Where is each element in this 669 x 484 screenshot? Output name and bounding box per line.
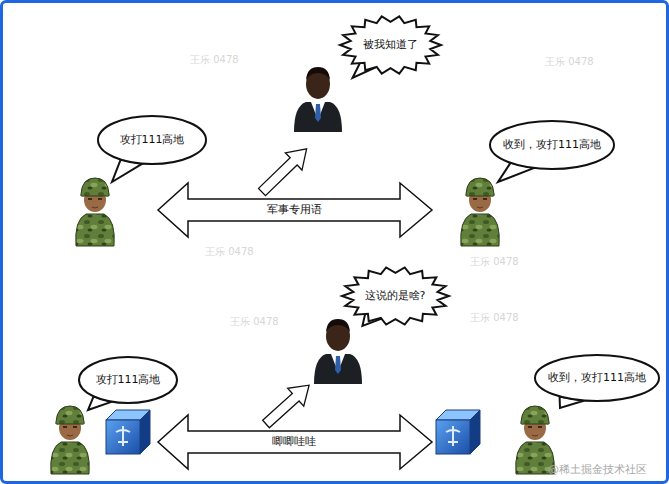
bubble-text: 被我知道了: [363, 38, 418, 52]
thought-bubble: 这说的是啥?: [342, 267, 449, 325]
speech-bubble: 收到，攻打111高地: [489, 120, 615, 170]
bubble-text: 攻打111高地: [96, 373, 161, 387]
watermark: 王乐 0478: [470, 311, 519, 325]
watermark: 王乐 0478: [190, 53, 239, 67]
bubble-body: [98, 116, 206, 164]
watermark: 王乐 0478: [230, 315, 279, 329]
bubble-text: 这说的是啥?: [365, 289, 426, 303]
encryption-cube: [106, 410, 150, 454]
bubble-body: [535, 355, 659, 401]
soldier-figure: [76, 178, 115, 246]
speech-bubble: 攻打111高地: [97, 115, 207, 165]
soldier-figure: [461, 178, 500, 246]
soldier-figure: [51, 406, 90, 474]
channel-label: 军事专用语: [264, 203, 325, 217]
speech-bubble: 收到，攻打111高地: [534, 354, 660, 402]
double-arrow: [158, 183, 432, 237]
speech-bubble: 攻打111高地: [78, 356, 178, 404]
watermark: 王乐 0478: [205, 245, 254, 259]
watermark: 王乐 0478: [470, 255, 519, 269]
eavesdropper-figure: [294, 67, 342, 132]
bubble-text: 收到，攻打111高地: [503, 138, 601, 152]
channel-label: 唧唧哇哇: [269, 435, 319, 449]
listen-arrow: [254, 140, 315, 200]
eavesdropper-figure: [314, 319, 362, 384]
bubble-text: 攻打111高地: [120, 133, 185, 147]
listen-arrow: [258, 376, 317, 433]
encryption-cube: [436, 410, 480, 454]
illustration: [3, 3, 666, 481]
bubble-body: [490, 121, 614, 169]
watermark: 王乐 0478: [545, 55, 594, 69]
source-watermark: @稀土掘金技术社区: [548, 463, 647, 477]
thought-bubble: 被我知道了: [340, 16, 441, 74]
bubble-body: [340, 16, 441, 73]
double-arrow: [158, 415, 432, 469]
bubble-body: [342, 267, 449, 324]
bubble-text: 收到，攻打111高地: [548, 371, 646, 385]
bubble-body: [79, 357, 177, 403]
